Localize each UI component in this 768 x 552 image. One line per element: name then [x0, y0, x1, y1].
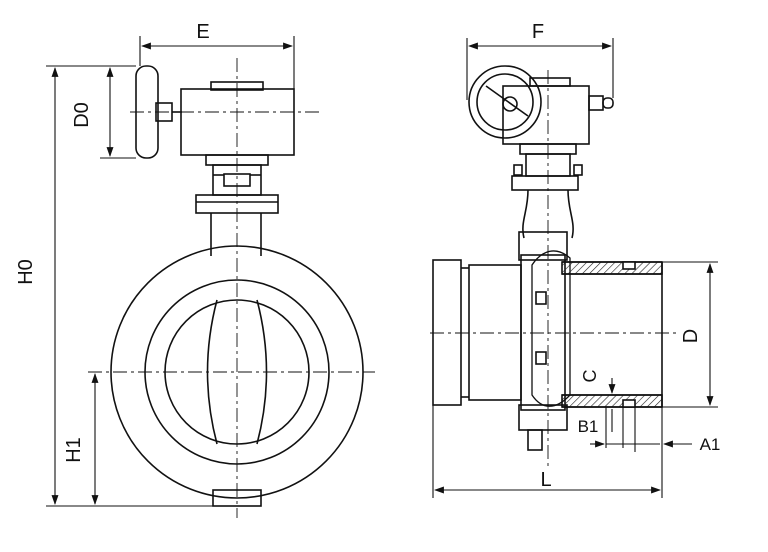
label-f: F	[532, 21, 544, 43]
body-outer	[110, 245, 364, 499]
bottom-stub	[212, 489, 262, 507]
body-inner	[144, 279, 330, 465]
label-h0: H0	[15, 259, 37, 285]
side-centerlines	[430, 70, 680, 470]
pipe-wall-bottom	[561, 394, 663, 408]
side-handwheel	[468, 65, 542, 139]
side-shaft	[588, 95, 604, 111]
front-view	[88, 58, 375, 518]
side-dimensions	[432, 38, 718, 498]
side-yoke-base	[511, 175, 579, 191]
label-e: E	[196, 21, 209, 43]
disc-right	[256, 299, 268, 445]
front-centerlines	[88, 58, 375, 518]
gearbox	[180, 88, 295, 156]
front-dimensions	[46, 36, 295, 507]
end-flange	[432, 259, 462, 406]
coupling	[468, 264, 522, 401]
side-valve-body	[520, 254, 566, 411]
label-a1: A1	[700, 435, 721, 454]
label-l: L	[540, 469, 551, 491]
disc-left	[206, 299, 218, 445]
side-view	[430, 65, 680, 470]
handwheel	[135, 65, 159, 159]
bore	[164, 299, 310, 445]
label-b1: B1	[578, 417, 599, 436]
side-body-top	[518, 231, 568, 261]
label-d0: D0	[71, 102, 93, 128]
label-h1: H1	[63, 437, 85, 463]
gearbox-cap	[210, 81, 264, 91]
label-d: D	[680, 329, 702, 343]
side-gearbox-top	[529, 77, 571, 87]
side-body-bottom	[518, 404, 568, 431]
label-c: C	[580, 370, 600, 383]
side-stem	[522, 189, 529, 239]
pipe-wall-top	[561, 261, 663, 275]
bracket-base	[195, 194, 279, 214]
side-gearbox	[502, 85, 590, 145]
